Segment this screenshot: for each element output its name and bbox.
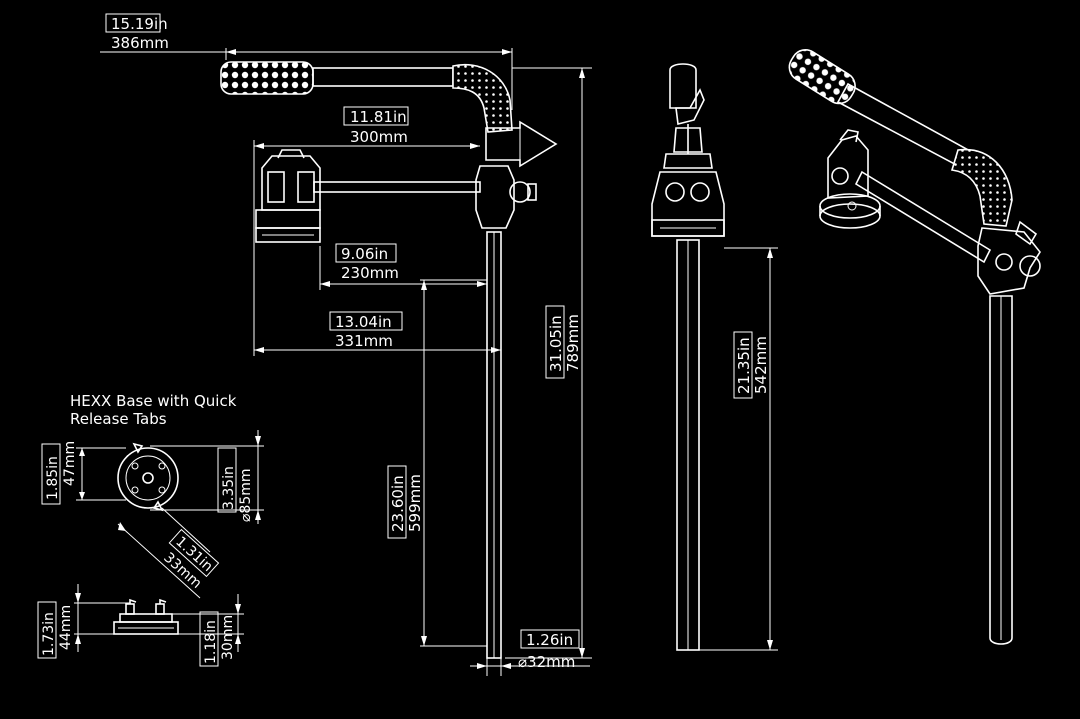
side-handle-grip bbox=[220, 61, 314, 95]
dim-base-to-pole-in: 9.06in bbox=[341, 245, 388, 263]
dim-hexx-top-height: 1.85in 47mm bbox=[41, 441, 126, 505]
side-elbow bbox=[452, 64, 513, 133]
dim-pole-diameter-mm: ⌀32mm bbox=[518, 653, 575, 671]
dim-hexx-base-height: 1.18in 30mm bbox=[172, 594, 244, 667]
dim-hexx-tab-offset: 1.31in 33mm bbox=[117, 507, 220, 599]
side-handle-bar bbox=[312, 67, 454, 87]
dim-pole-diameter-in: 1.26in bbox=[526, 631, 573, 649]
dim-overall-height-in: 31.05in bbox=[547, 315, 565, 372]
dim-head-reach-mm: 300mm bbox=[350, 128, 408, 146]
iso-base bbox=[819, 129, 881, 229]
dim-overall-width-in: 15.19in bbox=[111, 15, 168, 33]
dim-front-pole-height-mm: 542mm bbox=[752, 336, 770, 394]
hexx-base-title-line1: HEXX Base with Quick bbox=[70, 392, 237, 410]
side-arm bbox=[313, 181, 481, 193]
side-view bbox=[220, 61, 558, 659]
dim-hexx-top-height-mm: 47mm bbox=[62, 441, 78, 486]
dim-overall-height-mm: 789mm bbox=[564, 314, 582, 372]
dim-overall-height: 31.05in 789mm bbox=[505, 67, 592, 659]
dim-pole-length-mm: 599mm bbox=[406, 474, 424, 532]
side-arrow-head bbox=[485, 120, 558, 168]
hexx-top-view bbox=[117, 442, 179, 512]
dim-pole-length-in: 23.60in bbox=[389, 475, 407, 532]
dim-front-pole-height-in: 21.35in bbox=[735, 337, 753, 394]
dim-base-to-pole-mm: 230mm bbox=[341, 264, 399, 282]
iso-handle-bar bbox=[836, 82, 974, 170]
dim-head-reach: 11.81in 300mm bbox=[253, 106, 480, 356]
dim-base-width-total-in: 13.04in bbox=[335, 313, 392, 331]
iso-arm bbox=[854, 170, 992, 264]
hexx-side-view bbox=[113, 598, 179, 635]
dim-pole-diameter: 1.26in ⌀32mm bbox=[470, 629, 590, 676]
front-view bbox=[651, 63, 725, 651]
hexx-base-detail: HEXX Base with Quick Release Tabs 1.85in… bbox=[37, 392, 264, 667]
dim-hexx-diameter: 3.35in ⌀85mm bbox=[150, 430, 264, 524]
dim-front-pole-height: 21.35in 542mm bbox=[699, 247, 778, 651]
dim-hexx-base-height-mm: 30mm bbox=[220, 615, 236, 660]
side-clamp bbox=[475, 165, 515, 229]
dim-base-width-total: 13.04in 331mm bbox=[254, 311, 501, 353]
iso-elbow bbox=[950, 148, 1013, 227]
dim-base-to-pole: 9.06in 230mm bbox=[319, 243, 487, 290]
dim-hexx-side-height: 1.73in 44mm bbox=[37, 584, 130, 659]
dim-overall-width-mm: 386mm bbox=[111, 34, 169, 52]
dim-hexx-top-height-in: 1.85in bbox=[45, 456, 61, 500]
dim-hexx-side-height-mm: 44mm bbox=[58, 605, 74, 650]
dim-overall-width: 15.19in 386mm bbox=[100, 13, 513, 110]
dim-hexx-base-height-in: 1.18in bbox=[203, 620, 219, 664]
hexx-base-title-line2: Release Tabs bbox=[70, 410, 167, 428]
dim-head-reach-in: 11.81in bbox=[350, 108, 407, 126]
iso-pole bbox=[989, 295, 1013, 645]
side-base bbox=[255, 149, 321, 243]
iso-handle-grip bbox=[788, 49, 856, 105]
dim-hexx-diameter-in: 3.35in bbox=[221, 466, 237, 510]
dim-pole-length: 23.60in 599mm bbox=[387, 279, 487, 647]
dim-hexx-side-height-in: 1.73in bbox=[41, 612, 57, 656]
dim-base-width-total-mm: 331mm bbox=[335, 332, 393, 350]
dim-hexx-diameter-mm: ⌀85mm bbox=[238, 468, 254, 522]
isometric-view bbox=[788, 49, 1041, 645]
